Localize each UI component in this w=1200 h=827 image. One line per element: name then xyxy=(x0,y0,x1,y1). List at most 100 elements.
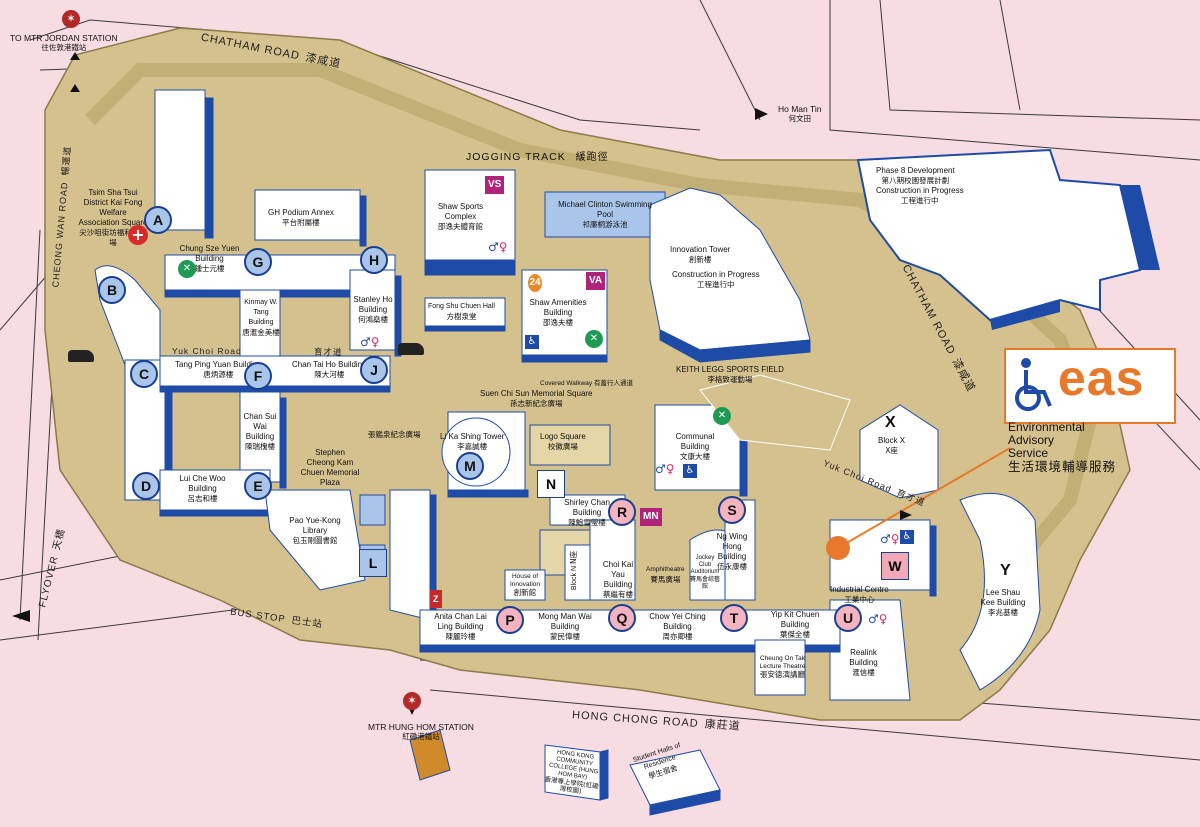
building-label-zh: 第八期校園發展計劃 xyxy=(881,176,950,185)
building-label: Cheung On Tak Lecture Theatre xyxy=(759,655,806,670)
marker-m[interactable]: M xyxy=(456,452,484,480)
first-aid-icon: + xyxy=(128,225,148,245)
marker-n[interactable]: N xyxy=(537,470,565,498)
area-label-zh: 孫志新紀念廣場 xyxy=(510,399,563,408)
tag-z[interactable]: Z xyxy=(430,590,442,608)
building-label-zh: 滙信樓 xyxy=(852,668,875,677)
building-label-zh: 工程進行中 xyxy=(901,196,939,205)
marker-y[interactable]: Y xyxy=(1000,562,1011,579)
building-label-zh: 李嘉誠樓 xyxy=(457,442,488,451)
tag-vs[interactable]: VS xyxy=(485,176,505,194)
road-label-zh: 康莊道 xyxy=(704,717,742,733)
direction-ho-man-tin[interactable]: Ho Man Tin 何文田 xyxy=(778,104,821,124)
area-label-zh: 張鑑泉紀念廣場 xyxy=(368,430,421,439)
building-label: Block N xyxy=(571,565,579,591)
marker-q[interactable]: Q xyxy=(608,604,636,632)
building-label: Industrial Centre xyxy=(830,585,889,594)
marker-w[interactable]: W xyxy=(881,552,909,580)
toilet-icon: ♂♀ xyxy=(868,612,888,626)
marker-e[interactable]: E xyxy=(244,472,272,500)
toilet-icon: ♂♀ xyxy=(360,335,380,349)
direction-jordan[interactable]: TO MTR JORDAN STATION 往佐敦港鐵站 xyxy=(10,33,118,53)
building-label: Tang Ping Yuan Building xyxy=(175,360,262,369)
marker-h[interactable]: H xyxy=(360,246,388,274)
tag-mn[interactable]: MN xyxy=(640,508,662,526)
keith-legg-label: KEITH LEGG SPORTS FIELD 李格致運動場 xyxy=(676,365,784,385)
building-label: Fong Shu Chuen Hall xyxy=(428,303,495,310)
marker-p[interactable]: P xyxy=(496,606,524,634)
road-label-zh: 育才道 xyxy=(314,348,343,358)
building-block-n[interactable]: Block N N座 xyxy=(569,551,580,590)
marker-l[interactable]: L xyxy=(359,549,387,577)
building-label: Stanley Ho Building xyxy=(353,295,393,314)
amphitheatre-label: Amphitheatre 賽馬廣場 xyxy=(646,565,685,585)
building-label: Chow Yei Ching Building xyxy=(649,612,706,631)
covered-walkway-label: Covered Walkway 有蓋行人通道 xyxy=(540,379,633,389)
building-label: Chan Sui Wai Building xyxy=(243,412,277,441)
building-label-zh: 邵逸夫樓 xyxy=(543,318,573,327)
marker-f[interactable]: F xyxy=(244,362,272,390)
marker-s[interactable]: S xyxy=(718,496,746,524)
marker-g[interactable]: G xyxy=(244,248,272,276)
marker-d[interactable]: D xyxy=(132,472,160,500)
mtr-logo-icon: ✶ xyxy=(403,692,421,710)
direction-hung-hom[interactable]: MTR HUNG HOM STATION 紅磡港鐵站 xyxy=(368,722,474,742)
building-label: House of Innovation xyxy=(510,573,540,588)
marker-a[interactable]: A xyxy=(144,206,172,234)
direction-label: Ho Man Tin xyxy=(778,104,822,114)
tag-va[interactable]: VA xyxy=(586,272,606,290)
area-label-zh: 李格致運動場 xyxy=(707,375,753,384)
eas-location-dot[interactable] xyxy=(826,536,850,560)
marker-j[interactable]: J xyxy=(360,356,388,384)
building-hkcc[interactable]: HONG KONG COMMUNITY COLLEGE (HUNG HOM BA… xyxy=(542,748,603,797)
marker-x[interactable]: X xyxy=(885,414,896,431)
area-label: KEITH LEGG SPORTS FIELD xyxy=(676,365,784,374)
marker-r[interactable]: R xyxy=(608,498,636,526)
eas-line1: Environmental xyxy=(1008,420,1085,434)
marker-u[interactable]: U xyxy=(834,604,862,632)
marker-b[interactable]: B xyxy=(98,276,126,304)
area-label: Tsim Sha Tsui District Kai Fong Welfare … xyxy=(78,188,148,227)
building-label: Shirley Chan Building xyxy=(564,498,610,517)
building-label-zh: 李兆基樓 xyxy=(988,608,1018,617)
building-label-zh: 張安德演講廳 xyxy=(760,670,805,679)
marker-c[interactable]: C xyxy=(130,360,158,388)
eas-callout-box[interactable] xyxy=(1004,348,1176,424)
area-label: JOGGING TRACK xyxy=(466,151,566,163)
marker-t[interactable]: T xyxy=(720,604,748,632)
eas-description: Environmental Advisory Service 生活環境輔導服務 xyxy=(1008,420,1116,474)
building-label: Shaw Amenities Building xyxy=(529,298,587,317)
